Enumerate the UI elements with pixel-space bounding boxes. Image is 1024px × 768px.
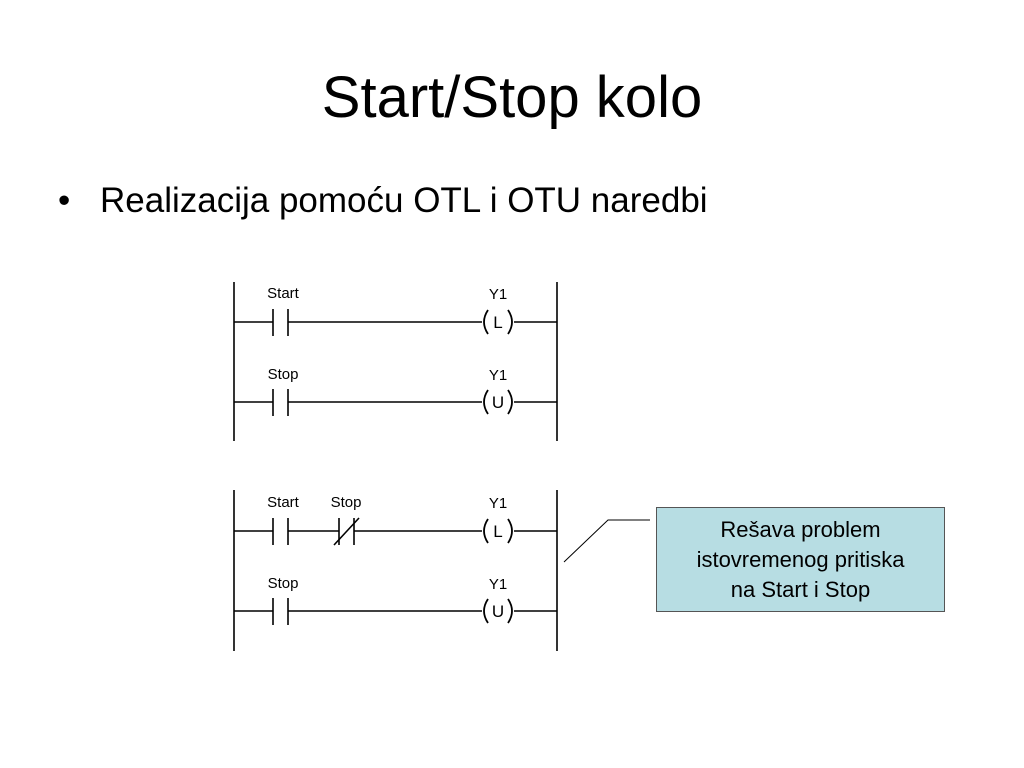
- coil-label: Y1: [489, 367, 507, 384]
- contact-label: Stop: [268, 366, 299, 383]
- coil-right-bracket: [507, 598, 513, 624]
- contact-label: Start: [267, 285, 300, 302]
- bullet-text: Realizacija pomoću OTL i OTU naredbi: [100, 181, 708, 220]
- coil-right-bracket: [507, 518, 513, 544]
- slide-title: Start/Stop kolo: [321, 65, 703, 130]
- coil-left-bracket: [483, 598, 489, 624]
- callout-box: Rešava problem istovremenog pritiska na …: [656, 507, 945, 612]
- coil-brackets: [483, 309, 513, 624]
- coil-left-bracket: [483, 389, 489, 415]
- callout-line: istovremenog pritiska: [696, 547, 905, 572]
- callout-line: na Start i Stop: [730, 577, 871, 602]
- callout-line: Rešava problem: [720, 517, 881, 542]
- coil-label: Y1: [489, 576, 507, 593]
- ladder-diagram-1: [233, 282, 558, 441]
- coil-letter: U: [492, 393, 504, 412]
- coil-letter: L: [493, 522, 502, 541]
- ladder-diagram-2: [233, 490, 558, 651]
- contact-label: Start: [267, 494, 300, 511]
- contact-label: Stop: [331, 494, 362, 511]
- coil-letter: L: [493, 313, 502, 332]
- coil-label: Y1: [489, 495, 507, 512]
- rung: [234, 389, 557, 416]
- coil-left-bracket: [483, 309, 489, 335]
- bullet-item: • Realizacija pomoću OTL i OTU naredbi: [58, 176, 708, 226]
- coil-left-bracket: [483, 518, 489, 544]
- coil-right-bracket: [507, 389, 513, 415]
- bullet-dot: •: [58, 181, 71, 220]
- rung: [234, 309, 557, 336]
- coil-right-bracket: [507, 309, 513, 335]
- rung: [234, 517, 557, 546]
- contact-label: Stop: [268, 575, 299, 592]
- rung: [234, 598, 557, 625]
- nc-contact-slash: [333, 517, 360, 546]
- coil-letter: U: [492, 602, 504, 621]
- coil-label: Y1: [489, 286, 507, 303]
- callout-leader-line: [563, 519, 650, 563]
